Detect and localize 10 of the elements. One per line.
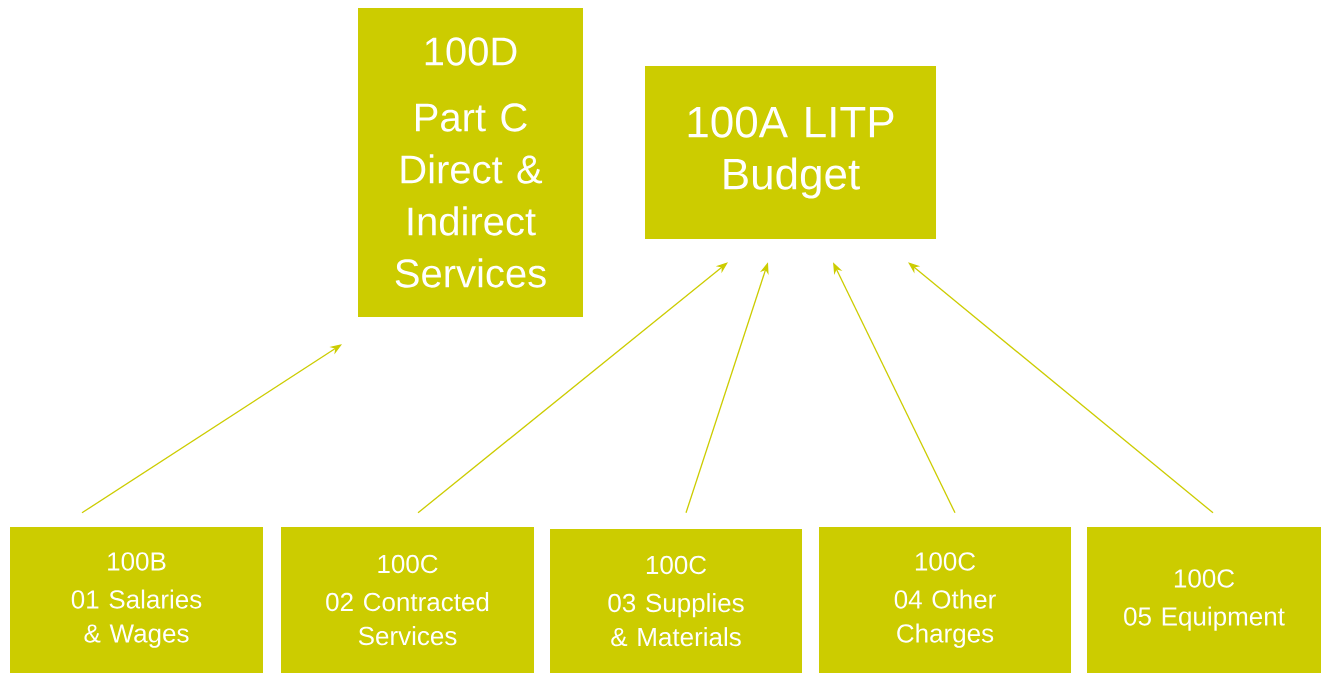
- label-box: 100A LITP Budget: [645, 66, 936, 239]
- label-box: 100C 02 Contracted Services: [281, 527, 534, 673]
- label-box: 100C 03 Supplies & Materials: [550, 529, 802, 673]
- label-box: 100C 04 Other Charges: [819, 527, 1071, 673]
- label-box: 100B 01 Salaries & Wages: [10, 527, 263, 673]
- arrow: [908, 262, 1214, 514]
- label-box: 100D Part C Direct & Indirect Services: [358, 8, 583, 317]
- arrow: [417, 262, 728, 514]
- label-box: 100C 05 Equipment: [1087, 527, 1321, 673]
- arrow: [81, 344, 342, 514]
